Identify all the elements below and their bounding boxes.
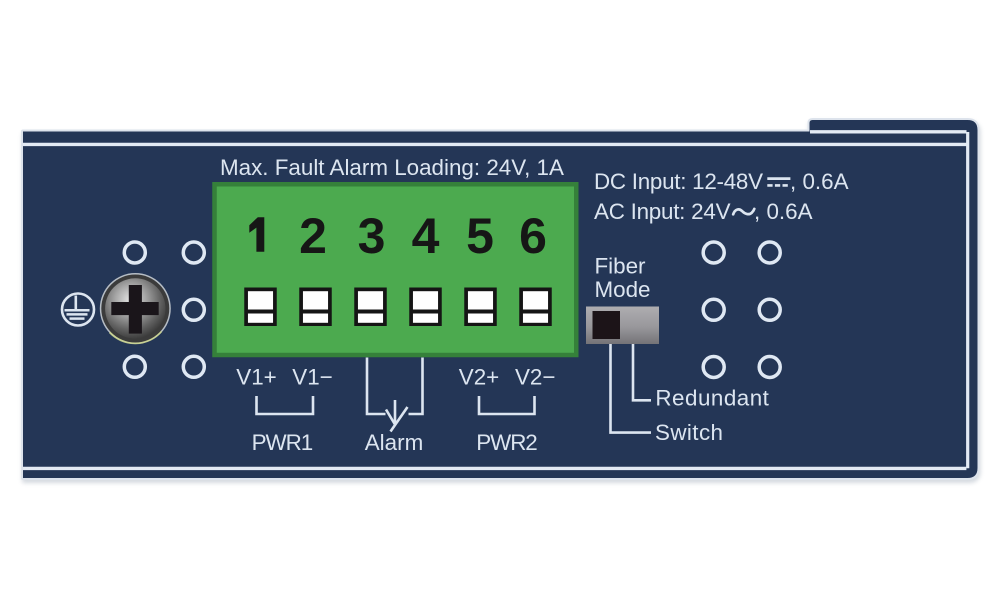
svg-text:Fiber: Fiber <box>595 254 647 279</box>
svg-text:Max. Fault Alarm Loading: 24V,: Max. Fault Alarm Loading: 24V, 1A <box>220 155 564 180</box>
svg-text:PWR1: PWR1 <box>252 430 314 455</box>
svg-text:3: 3 <box>358 208 386 264</box>
svg-text:Alarm: Alarm <box>365 430 423 455</box>
svg-text:4: 4 <box>412 208 440 264</box>
svg-text:5: 5 <box>466 208 494 264</box>
svg-text:Mode: Mode <box>595 277 651 302</box>
svg-text:2: 2 <box>299 208 327 264</box>
svg-text:PWR2: PWR2 <box>476 430 538 455</box>
svg-text:DC Input: 12-48V: DC Input: 12-48V <box>594 169 763 194</box>
svg-text:6: 6 <box>519 208 547 264</box>
svg-text:, 0.6A: , 0.6A <box>754 199 813 224</box>
svg-text:Redundant: Redundant <box>655 386 769 411</box>
svg-text:Switch: Switch <box>655 420 723 445</box>
svg-text:V2−: V2− <box>515 365 555 390</box>
svg-text:AC Input: 24V: AC Input: 24V <box>594 199 731 224</box>
svg-text:V1−: V1− <box>292 365 332 390</box>
svg-text:V2+: V2+ <box>459 365 499 390</box>
svg-text:V1+: V1+ <box>236 365 276 390</box>
svg-text:, 0.6A: , 0.6A <box>790 169 849 194</box>
